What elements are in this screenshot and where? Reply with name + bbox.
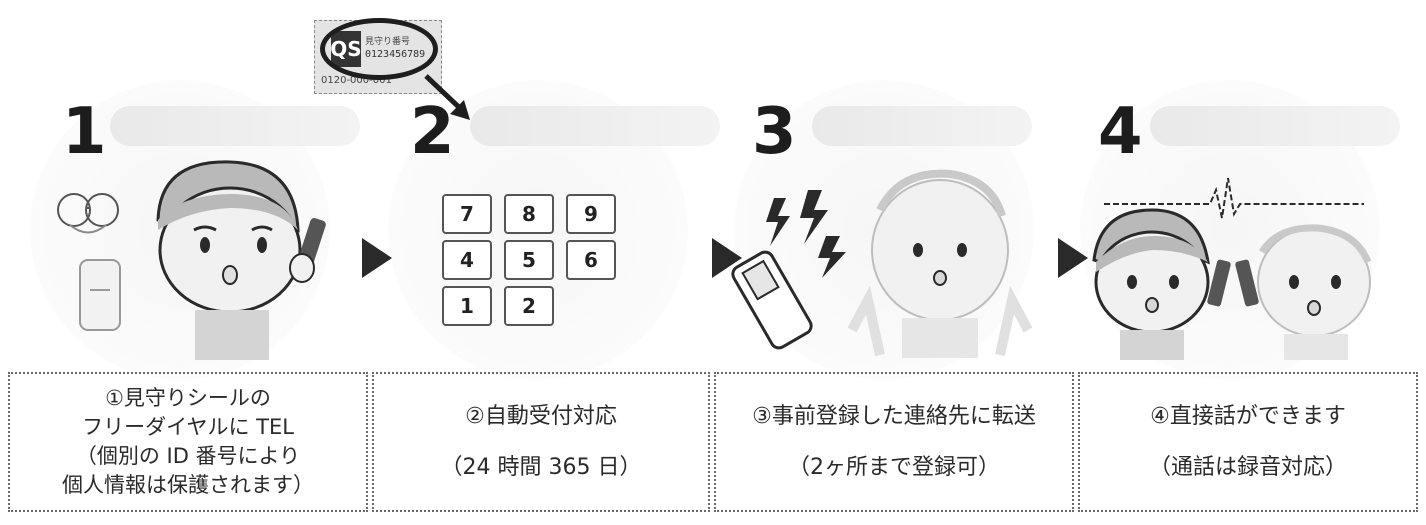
step-2-caption: ②自動受付対応 （24 時間 365 日）: [372, 372, 710, 512]
step-4-banner: [1150, 106, 1400, 146]
step-1-caption: ①見守りシールの フリーダイヤルに TEL （個別の ID 番号により 個人情報…: [8, 372, 368, 512]
step-4-number: 4: [1098, 95, 1143, 169]
keypad-key: 4: [442, 240, 492, 280]
voice-waveform-icon: [1104, 177, 1364, 219]
elderly-person-icon: [57, 193, 121, 331]
caption-line: ④直接話ができます: [1150, 404, 1346, 429]
caller-woman-icon: [1092, 208, 1231, 360]
step-1-banner: [110, 106, 360, 146]
caption-line: （24 時間 365 日）: [440, 455, 642, 480]
caption-line: （2ヶ所まで登録可）: [788, 455, 1000, 480]
keypad-key: 2: [504, 286, 554, 326]
sticker-pointer-arrow: [424, 74, 470, 120]
caption-line: ①見守りシールの: [105, 386, 271, 410]
caption-line: （通話は録音対応）: [1148, 455, 1347, 480]
keypad-key: 7: [442, 194, 492, 234]
keypad-key: 1: [442, 286, 492, 326]
keypad-key: 9: [566, 194, 616, 234]
step-3-caption: ③事前登録した連絡先に転送 （2ヶ所まで登録可）: [714, 372, 1074, 512]
caption-line: （個別の ID 番号により: [75, 444, 301, 468]
lightning-icon: [766, 190, 846, 278]
caller-woman-icon: [156, 160, 326, 360]
step-1-illustration: [57, 160, 326, 360]
caption-line: ③事前登録した連絡先に転送: [752, 404, 1036, 429]
step-4-caption: ④直接話ができます （通話は録音対応）: [1078, 372, 1418, 512]
caption-line: ②自動受付対応: [465, 404, 617, 429]
step-4-illustration: [1092, 177, 1372, 360]
sticker-highlight-ring: [320, 18, 438, 80]
caption-line: フリーダイヤルに TEL: [82, 415, 294, 439]
keypad-key: 6: [566, 240, 616, 280]
step-2-number: 2: [410, 95, 455, 169]
keypad-key: 5: [504, 240, 554, 280]
step-3-banner: [812, 106, 1032, 146]
caption-line: 個人情報は保護されます）: [62, 473, 314, 497]
flow-arrow-1-2: [362, 238, 392, 278]
ringing-phone-icon: [731, 250, 813, 350]
family-member-icon: [847, 169, 1033, 358]
sticker-tel-number: 0120-000-001: [321, 75, 392, 86]
flow-arrow-2-3: [712, 238, 742, 278]
step-3-illustration: [731, 169, 1033, 358]
step-3-number: 3: [752, 95, 797, 169]
step-2-banner: [470, 106, 720, 146]
flow-arrow-3-4: [1058, 238, 1088, 278]
keypad-key: 8: [504, 194, 554, 234]
step-1-number: 1: [62, 95, 107, 169]
family-member-icon: [1235, 224, 1372, 360]
